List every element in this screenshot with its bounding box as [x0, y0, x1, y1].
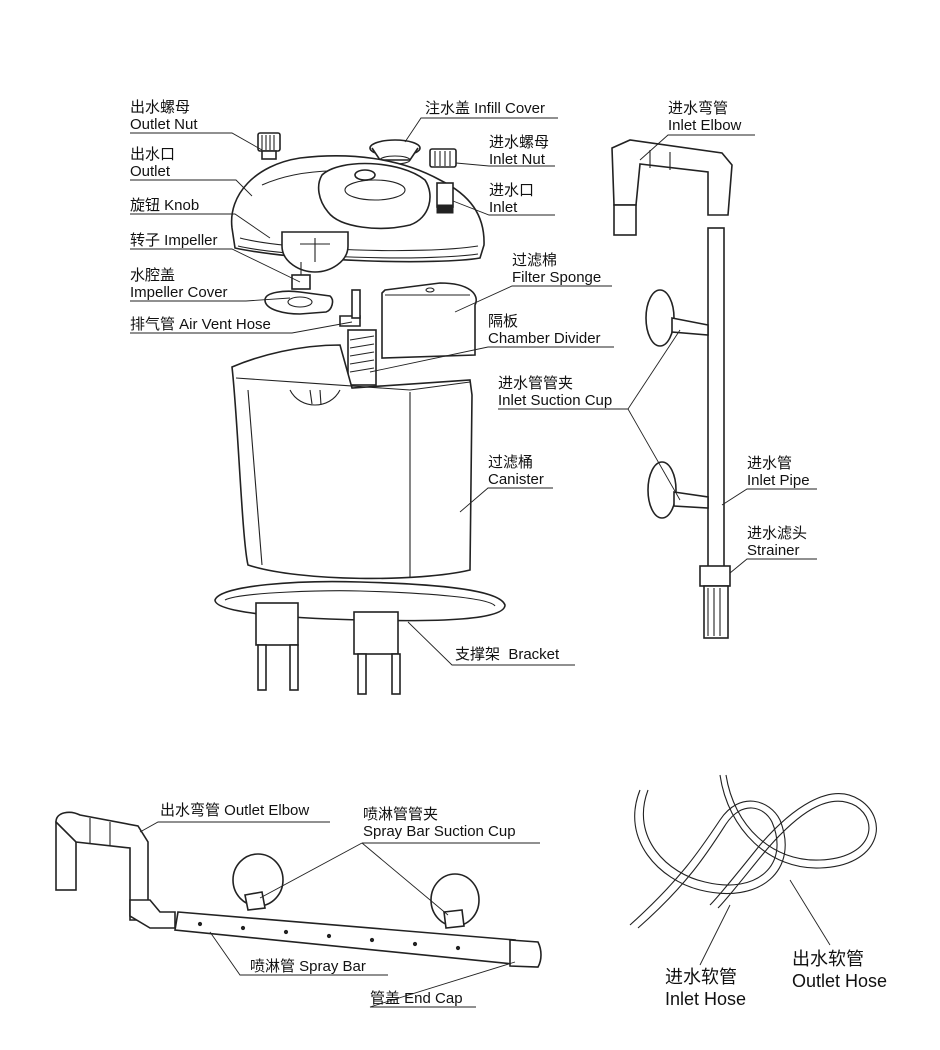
strainer-cn: 进水滤头 — [747, 525, 808, 542]
inlet-hose-en: Inlet Hose — [665, 989, 747, 1009]
knob-part — [281, 231, 349, 273]
inlet-pipe-part — [707, 227, 725, 569]
chamber-divider-cn: 隔板 — [488, 313, 519, 330]
inlet-elbow-cn: 进水弯管 — [668, 100, 729, 117]
knob-text: 旋钮 Knob — [130, 197, 200, 214]
chamber-divider-part — [347, 329, 377, 386]
label-outlet-elbow: 出水弯管 Outlet Elbow — [160, 802, 309, 819]
label-strainer: 进水滤头 Strainer — [747, 525, 807, 559]
filter-sponge-part — [381, 282, 477, 359]
chamber-divider-en: Chamber Divider — [488, 330, 601, 347]
canister-cn: 过滤桶 — [488, 454, 534, 471]
canister-part — [231, 344, 473, 580]
label-canister: 过滤桶 Canister — [488, 454, 544, 488]
inlet-nut-cn: 进水螺母 — [489, 134, 550, 151]
filter-sponge-en: Filter Sponge — [512, 269, 602, 286]
label-inlet-pipe: 进水管 Inlet Pipe — [747, 455, 810, 489]
impeller-cover-part — [264, 290, 334, 315]
hoses-part — [629, 774, 877, 929]
impeller-cover-cn: 水腔盖 — [130, 267, 176, 284]
bracket-part — [214, 580, 506, 695]
infill-cover-text: 注水盖 Infill Cover — [425, 100, 546, 117]
inlet-nut-en: Inlet Nut — [489, 151, 545, 168]
label-bracket: 支撑架 Bracket — [455, 646, 559, 663]
air-vent-hose-part — [339, 289, 361, 327]
filter-sponge-cn: 过滤棉 — [512, 252, 558, 269]
label-inlet-elbow: 进水弯管 Inlet Elbow — [668, 100, 741, 134]
inlet-en: Inlet — [489, 199, 518, 216]
inlet-pipe-en: Inlet Pipe — [747, 472, 810, 489]
label-inlet-nut: 进水螺母 Inlet Nut — [489, 134, 549, 168]
inlet-suction-cup-part — [645, 289, 709, 519]
outlet-hose-en: Outlet Hose — [792, 971, 888, 991]
outlet-elbow-part — [55, 811, 176, 929]
label-impeller-cover: 水腔盖 Impeller Cover — [130, 267, 228, 301]
label-filter-sponge: 过滤棉 Filter Sponge — [512, 252, 601, 286]
inlet-suction-cup-cn: 进水管管夹 — [498, 375, 574, 392]
inlet-elbow-part — [611, 139, 733, 236]
inlet-pipe-cn: 进水管 — [747, 455, 793, 472]
label-impeller: 转子 Impeller — [130, 232, 218, 249]
impeller-part — [291, 262, 311, 290]
end-cap-part — [509, 939, 542, 968]
spray-bar-suction-cup-cn: 喷淋管管夹 — [363, 806, 439, 823]
inlet-nut-part — [429, 148, 457, 168]
impeller-cover-en: Impeller Cover — [130, 284, 228, 301]
label-outlet-nut: 出水螺母 Outlet Nut — [130, 99, 198, 133]
canister-en: Canister — [488, 471, 544, 488]
inlet-hose-cn: 进水软管 — [665, 967, 737, 987]
outlet-nut-part — [257, 132, 281, 160]
outlet-cn: 出水口 — [130, 146, 176, 163]
outlet-nut-cn: 出水螺母 — [130, 99, 191, 116]
inlet-elbow-en: Inlet Elbow — [668, 117, 742, 134]
infill-cover-part — [369, 139, 421, 165]
strainer-en: Strainer — [747, 542, 800, 559]
bracket-text: 支撑架 Bracket — [455, 646, 560, 663]
impeller-text: 转子 Impeller — [130, 232, 218, 249]
outlet-en: Outlet — [130, 163, 171, 180]
label-inlet-hose: 进水软管 Inlet Hose — [665, 966, 746, 1010]
inlet-suction-cup-en: Inlet Suction Cup — [498, 392, 613, 409]
filter-head-part — [230, 155, 485, 263]
air-vent-hose-text: 排气管 Air Vent Hose — [130, 316, 271, 333]
label-spray-bar: 喷淋管 Spray Bar — [250, 958, 366, 975]
label-outlet-hose: 出水软管 Outlet Hose — [792, 948, 887, 992]
label-chamber-divider: 隔板 Chamber Divider — [488, 313, 601, 347]
outlet-elbow-text: 出水弯管 Outlet Elbow — [160, 802, 310, 819]
leader-lines — [130, 117, 831, 1008]
label-knob: 旋钮 Knob — [130, 197, 199, 214]
label-inlet-suction-cup: 进水管管夹 Inlet Suction Cup — [498, 375, 612, 409]
inlet-cn: 进水口 — [489, 182, 535, 199]
end-cap-text: 管盖 End Cap — [370, 990, 463, 1007]
outlet-nut-en: Outlet Nut — [130, 116, 198, 133]
label-infill-cover: 注水盖 Infill Cover — [425, 100, 545, 117]
spray-bar-text: 喷淋管 Spray Bar — [250, 958, 366, 975]
label-spray-bar-suction-cup: 喷淋管管夹 Spray Bar Suction Cup — [363, 806, 516, 840]
spray-bar-suction-cup-part — [232, 853, 480, 929]
outlet-hose-cn: 出水软管 — [792, 949, 864, 969]
label-air-vent-hose: 排气管 Air Vent Hose — [130, 316, 271, 333]
label-inlet: 进水口 Inlet — [489, 182, 534, 216]
label-end-cap: 管盖 End Cap — [370, 990, 463, 1007]
strainer-part — [699, 565, 731, 639]
label-outlet: 出水口 Outlet — [130, 146, 175, 180]
spray-bar-suction-cup-en: Spray Bar Suction Cup — [363, 823, 516, 840]
